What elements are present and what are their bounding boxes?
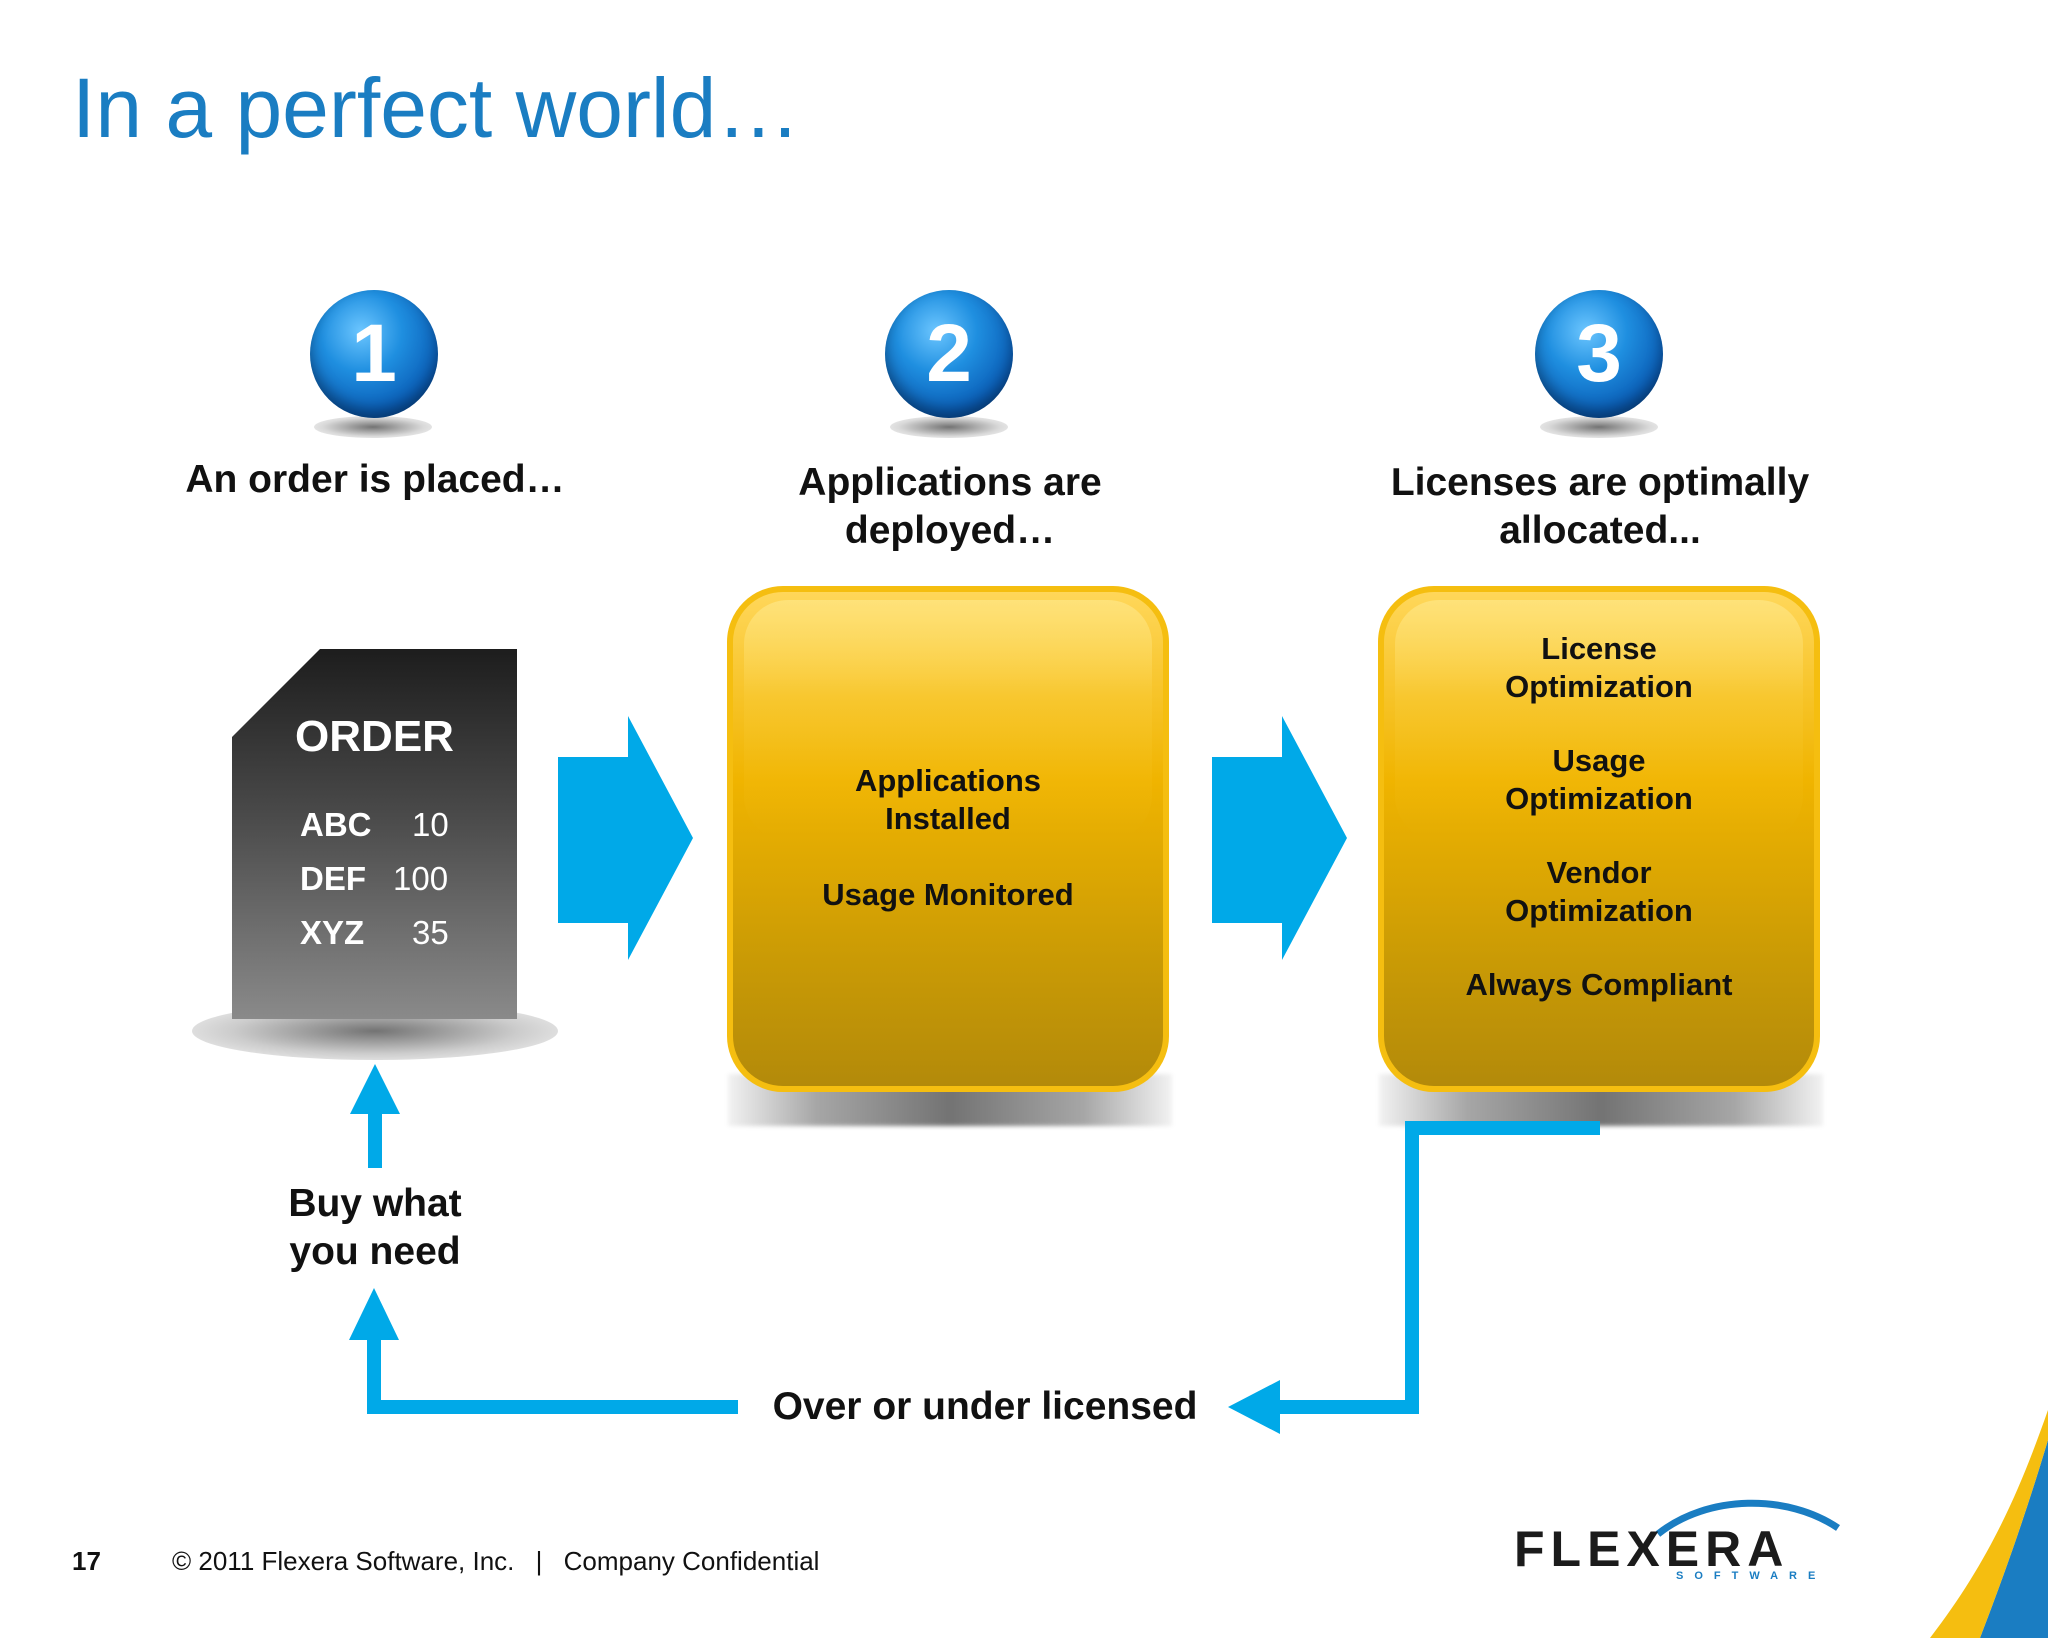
order-document (232, 649, 517, 1019)
order-row: ABC (300, 806, 372, 844)
order-row-qty: 35 (412, 914, 449, 951)
ball-shadow (1540, 416, 1658, 438)
order-row-qty: 100 (393, 860, 449, 897)
flow-arrow-2 (1212, 716, 1347, 960)
order-row-qty: 10 (412, 806, 449, 843)
step-3-label-line1: Licenses are optimally (1390, 461, 1810, 504)
applications-box-text: Applications Installed Usage Monitored (727, 762, 1169, 914)
footer-copyright: © 2011 Flexera Software, Inc. (172, 1546, 515, 1576)
footer-separator: | (535, 1546, 543, 1576)
footer-confidential: Company Confidential (563, 1546, 820, 1576)
order-row: XYZ (300, 914, 364, 952)
box-2-line3: Usage Monitored (822, 877, 1074, 912)
slide-title: In a perfect world… (72, 61, 801, 155)
step-2-label-line1: Applications are (798, 461, 1102, 504)
flow-arrow-1 (558, 716, 693, 960)
buy-line2: you need (289, 1230, 461, 1273)
box-3-item1-line1: License (1541, 631, 1657, 666)
ball-shadow (314, 416, 432, 438)
step-3-label-line2: allocated... (1499, 509, 1701, 552)
box-3-item3-line1: Vendor (1546, 855, 1652, 890)
box-3-item3-line2: Optimization (1505, 893, 1693, 928)
step-1-number-ball: 1 (310, 290, 438, 418)
ball-shadow (890, 416, 1008, 438)
up-arrow-to-order (350, 1064, 400, 1168)
page-number: 17 (72, 1546, 101, 1576)
logo-swoosh-icon (1655, 1499, 1840, 1537)
step-2-label-line2: deployed… (844, 509, 1056, 552)
step-2-label: Applications are deployed… (700, 459, 1200, 555)
order-title: ORDER (295, 712, 454, 761)
flexera-logo-subtitle: SOFTWARE (1676, 1570, 1827, 1582)
box-2-line2: Installed (885, 801, 1011, 836)
licenses-box-text: License Optimization Usage Optimization … (1378, 630, 1820, 1004)
box-3-item2-line1: Usage (1552, 743, 1646, 778)
step-3-number-ball: 3 (1535, 290, 1663, 418)
over-under-licensed-label: Over or under licensed (772, 1385, 1198, 1428)
box-2-line1: Applications (854, 763, 1041, 798)
applications-box-highlight (744, 600, 1152, 840)
flexera-logo: FLEXERA (1514, 1521, 1790, 1577)
order-row-code: ABC (300, 806, 372, 843)
order-row-code: DEF (300, 860, 366, 897)
step-2-number-ball: 2 (885, 290, 1013, 418)
box-3-item4: Always Compliant (1465, 967, 1733, 1002)
box-3-item2-line2: Optimization (1505, 781, 1693, 816)
buy-line1: Buy what (288, 1182, 462, 1225)
order-row: DEF (300, 860, 366, 898)
step-3-label: Licenses are optimally allocated... (1350, 459, 1850, 555)
licenses-box-highlight (1395, 600, 1803, 840)
step-1-label: An order is placed… (185, 458, 565, 501)
footer-text: © 2011 Flexera Software, Inc. | Company … (172, 1546, 833, 1577)
buy-what-you-need-label: Buy what you need (225, 1180, 525, 1276)
box-3-item1-line2: Optimization (1505, 669, 1693, 704)
order-row-code: XYZ (300, 914, 365, 951)
